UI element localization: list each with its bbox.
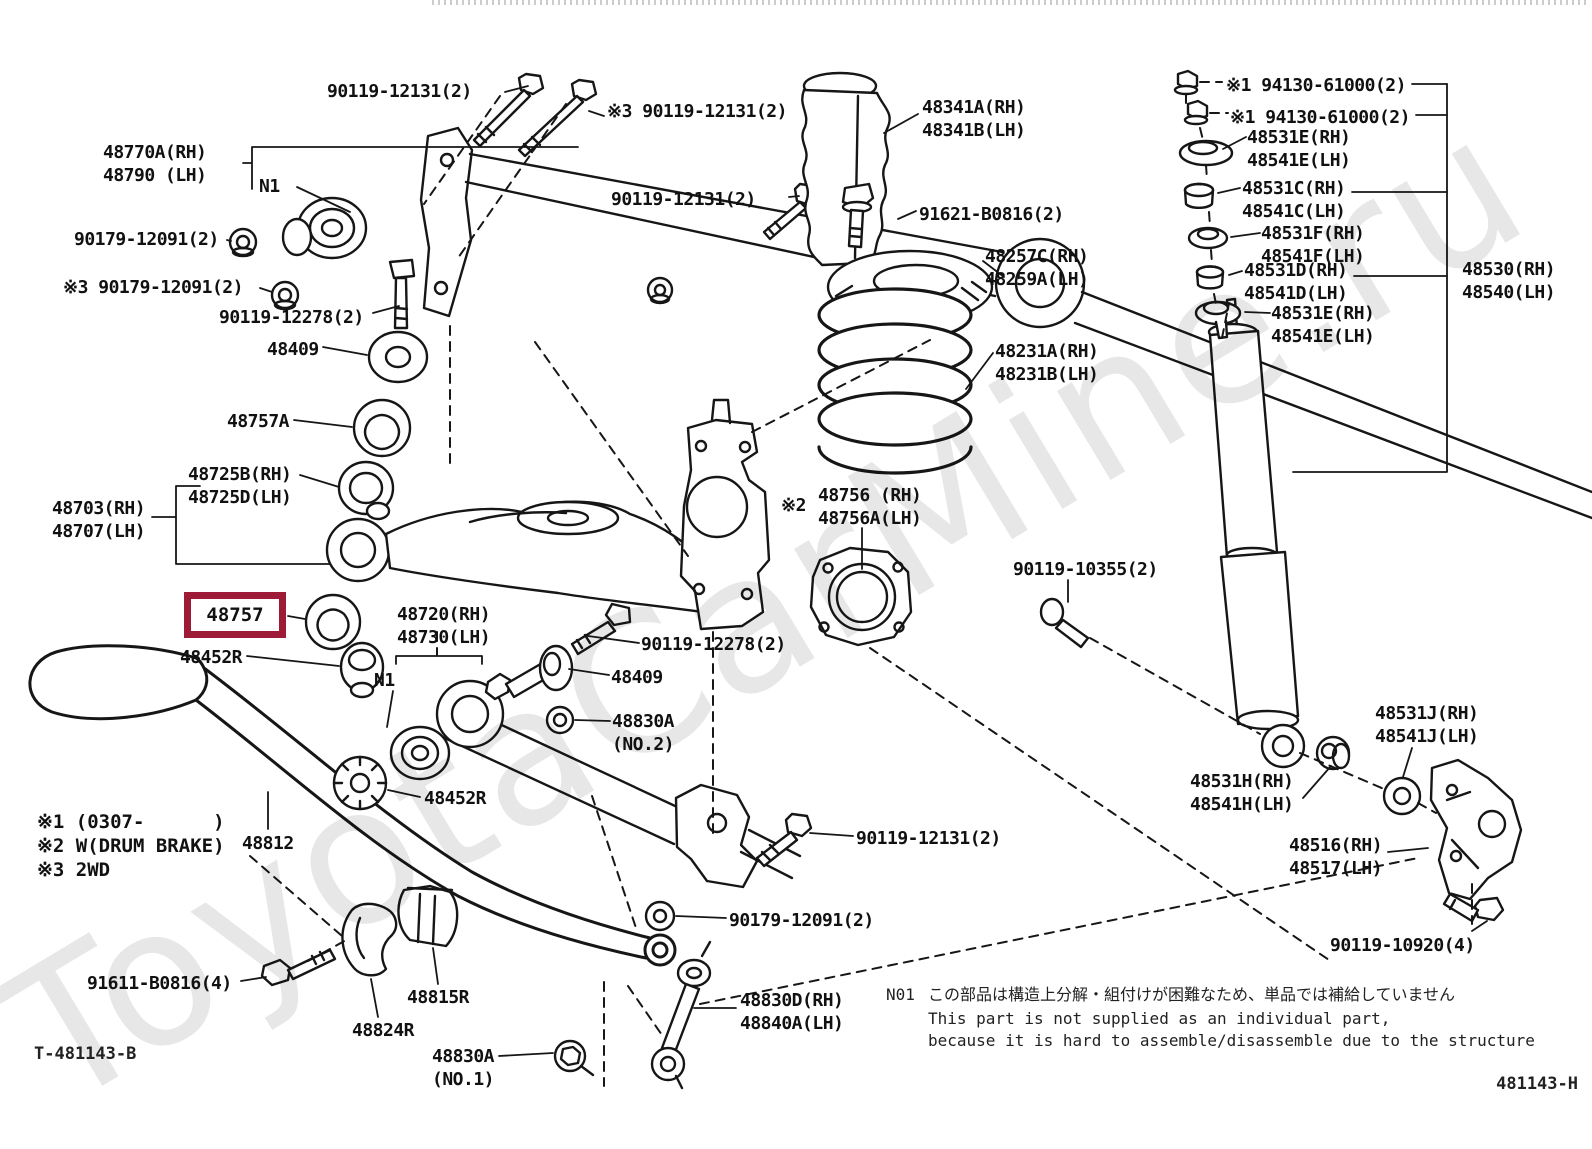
flange-48756 bbox=[809, 546, 913, 647]
part-label-bumper[interactable]: 48341A(RH) 48341B(LH) bbox=[922, 97, 1026, 141]
part-label-nut_94130_2[interactable]: ※1 94130-61000(2) bbox=[1230, 107, 1410, 128]
footnote-english-2: because it is hard to assemble/disassemb… bbox=[928, 1031, 1535, 1050]
upper-arm-and-bracket bbox=[281, 126, 1592, 520]
part-label-bolt_top2[interactable]: ※3 90119-12131(2) bbox=[607, 101, 787, 122]
legend-note-3: ※3 2WD bbox=[37, 859, 111, 881]
bolt-90119-12278-lower bbox=[570, 602, 632, 656]
part-label-bolt_12278_a[interactable]: 90119-12278(2) bbox=[219, 307, 364, 328]
doc-code-left: T-481143-B bbox=[34, 1044, 137, 1064]
part-label-bushing_48725[interactable]: 48725B(RH) 48725D(LH) bbox=[188, 464, 292, 508]
diagram-line-art bbox=[28, 69, 1592, 1090]
knuckle bbox=[679, 398, 771, 631]
part-label-bolt_12278_b[interactable]: 90119-12278(2) bbox=[641, 634, 786, 655]
coil-spring bbox=[817, 287, 973, 475]
bolt-48409-lower bbox=[484, 644, 574, 701]
part-label-x2_prefix[interactable]: ※2 bbox=[781, 495, 806, 516]
part-label-w_h[interactable]: 48531H(RH) 48541H(LH) bbox=[1190, 771, 1294, 815]
part-label-nut_48830a_no2[interactable]: 48830A (NO.2) bbox=[612, 711, 675, 755]
part-label-bolt_91611[interactable]: 91611-B0816(4) bbox=[87, 973, 232, 994]
part-label-clamp_48824[interactable]: 48824R bbox=[352, 1020, 415, 1041]
stabilizer-clamp-and-bushing bbox=[341, 884, 459, 977]
part-label-bracket_48516[interactable]: 48516(RH) 48517(LH) bbox=[1289, 835, 1383, 879]
shock-lower-mounts bbox=[1315, 735, 1523, 901]
washers-and-bushings-left bbox=[304, 398, 412, 699]
part-label-w_f[interactable]: 48531F(RH) 48541F(LH) bbox=[1261, 223, 1365, 267]
part-label-bolt_91621[interactable]: 91621-B0816(2) bbox=[919, 204, 1064, 225]
part-label-bushing_48452_b[interactable]: 48452R bbox=[424, 788, 487, 809]
stabilizer-bar bbox=[28, 644, 677, 967]
lower-arm-no1 bbox=[332, 679, 802, 889]
part-label-nut_a[interactable]: 90179-12091(2) bbox=[74, 229, 219, 250]
bottom-bolts bbox=[260, 597, 1505, 1077]
part-label-n1_top[interactable]: N1 bbox=[259, 176, 280, 197]
part-label-arm_lower[interactable]: 48703(RH) 48707(LH) bbox=[52, 498, 146, 542]
part-label-bushing_48815[interactable]: 48815R bbox=[407, 987, 470, 1008]
part-label-washer_48409_a[interactable]: 48409 bbox=[267, 339, 319, 360]
part-label-shock[interactable]: 48530(RH) 48540(LH) bbox=[1462, 259, 1556, 303]
shock-upper-mount-stack bbox=[1173, 69, 1242, 340]
bolt-90119-12278-upper bbox=[367, 258, 429, 384]
part-label-n1_bottom[interactable]: N1 bbox=[374, 670, 395, 691]
part-label-link_48830d[interactable]: 48830D(RH) 48840A(LH) bbox=[740, 990, 844, 1034]
part-label-w_j[interactable]: 48531J(RH) 48541J(LH) bbox=[1375, 703, 1479, 747]
small-nuts bbox=[228, 227, 676, 932]
legend-note-2: ※2 W(DRUM BRAKE) bbox=[37, 835, 225, 857]
assembly-dashed-lines bbox=[249, 81, 1473, 1087]
part-label-bolt_10920[interactable]: 90119-10920(4) bbox=[1330, 935, 1475, 956]
part-label-washer_48409_b[interactable]: 48409 bbox=[611, 667, 663, 688]
part-label-bolt_bottom[interactable]: 90119-12131(2) bbox=[856, 828, 1001, 849]
bolt-91621 bbox=[841, 182, 875, 249]
part-label-spring[interactable]: 48231A(RH) 48231B(LH) bbox=[995, 341, 1099, 385]
part-label-w_e2[interactable]: 48531E(RH) 48541E(LH) bbox=[1271, 303, 1375, 347]
part-label-nut_94130_1[interactable]: ※1 94130-61000(2) bbox=[1226, 75, 1406, 96]
cropped-top-text-remnant bbox=[432, 0, 1590, 5]
part-label-bolt_mid[interactable]: 90119-12131(2) bbox=[611, 189, 756, 210]
legend-note-1: ※1 (0307- ) bbox=[37, 811, 225, 833]
top-bolts bbox=[472, 72, 820, 241]
footnote-japanese: この部品は構造上分解・組付けが困難なため、単品では補給していません bbox=[928, 985, 1456, 1004]
part-label-washer_48757a[interactable]: 48757A bbox=[227, 411, 290, 432]
part-label-bushing_48452_a[interactable]: 48452R bbox=[180, 647, 243, 668]
part-label-w_c[interactable]: 48531C(RH) 48541C(LH) bbox=[1242, 178, 1346, 222]
part-label-bolt_top[interactable]: 90119-12131(2) bbox=[327, 81, 472, 102]
part-label-nut_bottom[interactable]: 90179-12091(2) bbox=[729, 910, 874, 931]
spring-bumper bbox=[801, 71, 891, 267]
part-label-w_e1[interactable]: 48531E(RH) 48541E(LH) bbox=[1247, 127, 1351, 171]
part-label-arm_no1[interactable]: 48720(RH) 48730(LH) bbox=[397, 604, 491, 648]
part-label-nut_b[interactable]: ※3 90179-12091(2) bbox=[63, 277, 243, 298]
part-label-bar[interactable]: 48812 bbox=[242, 833, 294, 854]
part-label-bolt_10355[interactable]: 90119-10355(2) bbox=[1013, 559, 1158, 580]
part-label-seat[interactable]: 48257C(RH) 48259A(LH) bbox=[985, 246, 1089, 290]
part-label-w_d[interactable]: 48531D(RH) 48541D(LH) bbox=[1244, 260, 1348, 304]
footnote-english-1: This part is not supplied as an individu… bbox=[928, 1009, 1391, 1028]
doc-code-right: 481143-H bbox=[1496, 1074, 1578, 1094]
footnote-id: N01 bbox=[886, 985, 915, 1004]
part-label-bolt_48830a_no1[interactable]: 48830A (NO.1) bbox=[432, 1046, 495, 1090]
leader-lines bbox=[151, 83, 1488, 1057]
highlighted-part-48757[interactable]: 48757 bbox=[184, 592, 286, 638]
part-label-ring_48756[interactable]: 48756 (RH) 48756A(LH) bbox=[818, 485, 922, 529]
part-label-arm_upper[interactable]: 48770A(RH) 48790 (LH) bbox=[103, 142, 207, 186]
lower-main-arm bbox=[325, 500, 704, 614]
end-link-48830d bbox=[650, 940, 712, 1090]
